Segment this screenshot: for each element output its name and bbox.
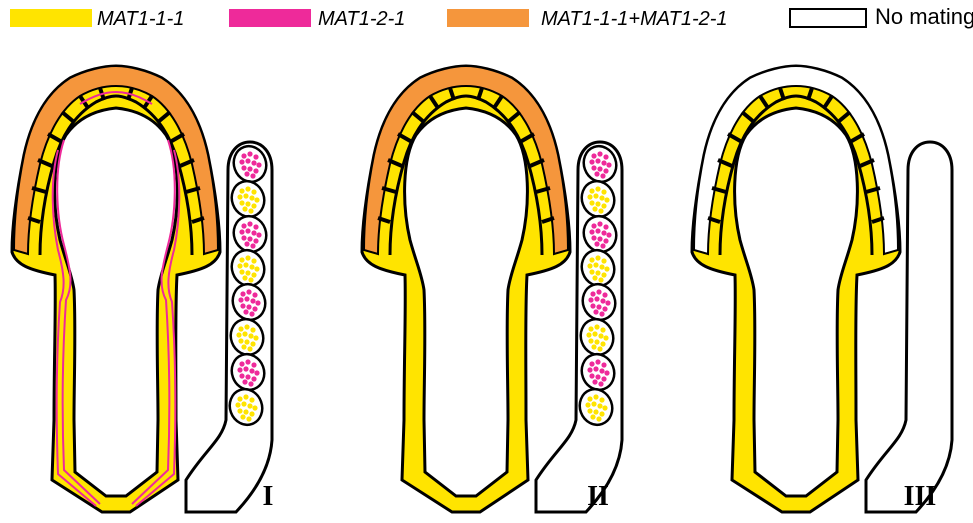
ascoma-cavity (735, 108, 858, 496)
ascoma-cavity (55, 108, 178, 496)
ascoma-cavity (405, 108, 528, 496)
panel-3: III (692, 66, 952, 512)
panel-label: I (263, 481, 274, 512)
panel-2: II (362, 66, 622, 512)
panel-1: I (12, 66, 273, 512)
panel-label: III (904, 481, 937, 512)
panel-label: II (587, 481, 609, 512)
